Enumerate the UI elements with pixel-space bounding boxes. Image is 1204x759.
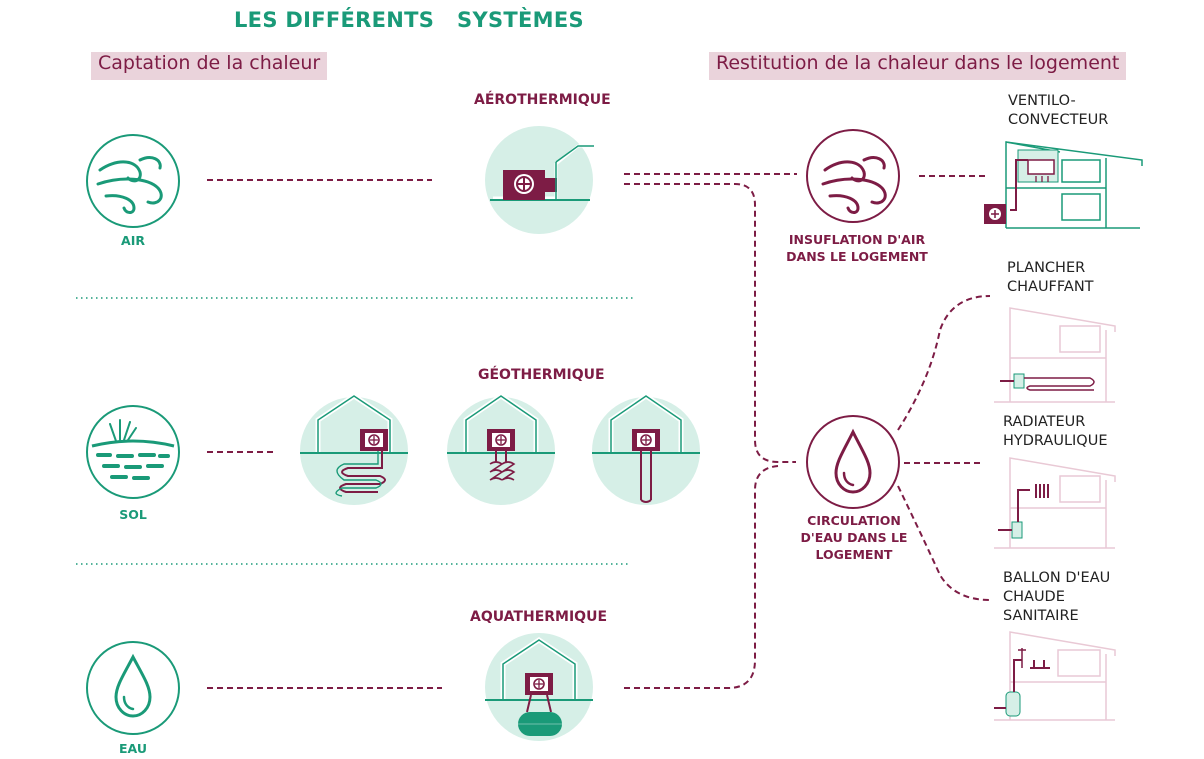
air-source-icon [86, 134, 180, 228]
water-distribution-icon [806, 415, 900, 509]
geothermal-horizontal-illustration [300, 392, 408, 505]
row-separators [76, 297, 636, 565]
geothermal-heading: GÉOTHERMIQUE [478, 367, 605, 383]
aquathermal-heading: AQUATHERMIQUE [470, 609, 608, 625]
aerothermal-heading: AÉROTHERMIQUE [474, 92, 611, 108]
ballon-house [994, 631, 1116, 721]
aquathermal-illustration [485, 633, 593, 741]
water-distribution-label: CIRCULATION D'EAU DANS LE LOGEMENT [800, 513, 908, 562]
plancher-chauffant-house [994, 307, 1116, 403]
system-connectors [624, 173, 991, 689]
ballon-label: BALLON D'EAU CHAUDE SANITAIRE [1003, 570, 1111, 624]
air-distribution-label: INSUFLATION D'AIR DANS LE LOGEMENT [786, 232, 928, 264]
sol-source-label: SOL [119, 507, 147, 522]
plancher-chauffant-label: PLANCHER CHAUFFANT [1007, 260, 1094, 295]
section-capture: Captation de la chaleur [91, 52, 328, 80]
eau-source-icon [86, 641, 180, 735]
ventilo-convecteur-house [984, 141, 1143, 229]
sol-source-icon [86, 405, 180, 499]
eau-source-label: EAU [119, 741, 147, 756]
geothermal-probe-illustration [592, 392, 700, 505]
radiateur-label: RADIATEUR HYDRAULIQUE [1003, 414, 1108, 449]
air-distribution-icon [806, 129, 900, 223]
air-source-label: AIR [121, 233, 145, 248]
page-title: LES DIFFÉRENTS SYSTÈMES [234, 8, 584, 32]
section-restitution: Restitution de la chaleur dans le logeme… [709, 52, 1127, 80]
aerothermal-illustration [485, 126, 594, 234]
ventilo-convecteur-label: VENTILO- CONVECTEUR [1008, 93, 1109, 128]
radiateur-house [994, 457, 1116, 549]
geothermal-vertical-coil-illustration [447, 392, 555, 505]
source-connectors [207, 179, 442, 689]
